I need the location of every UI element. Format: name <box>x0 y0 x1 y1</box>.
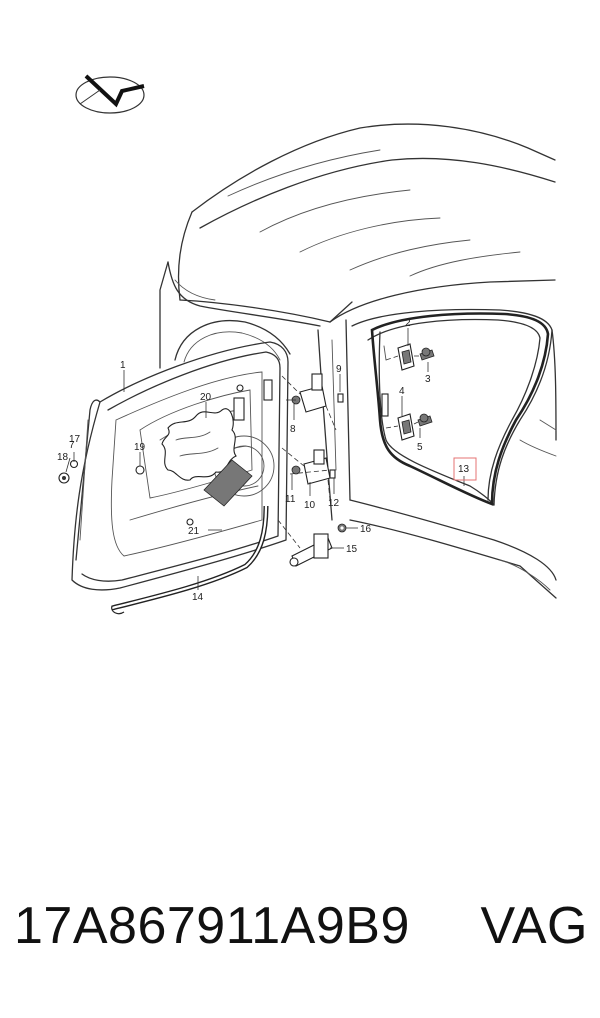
callout-14: 14 <box>192 592 204 603</box>
striker-plates <box>385 343 435 441</box>
callout-4: 4 <box>399 386 405 397</box>
callout-16: 16 <box>360 524 372 535</box>
door-check-strap <box>289 523 347 567</box>
callout-12: 12 <box>328 498 340 509</box>
callout-8: 8 <box>290 424 296 435</box>
callout-1: 1 <box>120 360 126 371</box>
callout-15: 15 <box>346 544 358 555</box>
callout-5: 5 <box>417 442 423 453</box>
footer: 17A867911A9B9 VAG <box>14 896 588 956</box>
callout-13: 13 <box>458 464 470 475</box>
leader-lines <box>65 328 465 590</box>
callout-3: 3 <box>425 374 431 385</box>
brand-logo-icon <box>75 74 145 114</box>
door-hinges <box>277 373 344 549</box>
callout-7: 7 <box>69 440 75 451</box>
callout-17: 17 <box>69 434 81 445</box>
callout-21: 21 <box>188 526 200 537</box>
door-lower-seal <box>111 505 269 615</box>
callout-20: 20 <box>200 392 212 403</box>
car-body <box>159 123 557 599</box>
door-seal-outline <box>370 312 550 506</box>
brand-name: VAG <box>480 897 588 955</box>
callout-10: 10 <box>304 500 316 511</box>
callout-2: 2 <box>405 318 411 329</box>
callout-11: 11 <box>285 494 296 505</box>
callout-9: 9 <box>336 364 342 375</box>
callout-18: 18 <box>57 452 69 463</box>
part-number: 17A867911A9B9 <box>14 897 410 955</box>
callout-labels: 1 2 3 4 5 7 8 9 10 11 12 13 14 15 16 17 … <box>57 318 470 603</box>
parts-diagram: 1 2 3 4 5 7 8 9 10 11 12 13 14 15 16 17 … <box>57 74 557 615</box>
front-door <box>58 341 289 591</box>
callout-19: 19 <box>134 442 146 453</box>
callout-13-highlight <box>453 457 477 481</box>
